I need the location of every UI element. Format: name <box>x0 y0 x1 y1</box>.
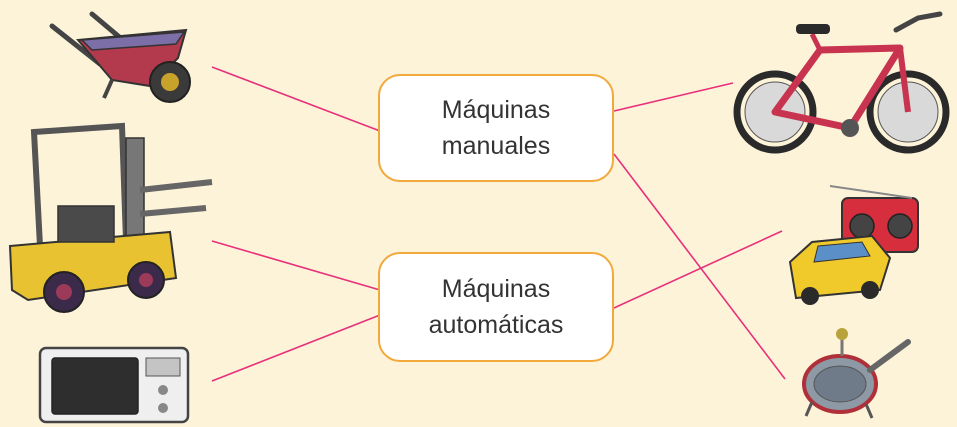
label-box-automatic-machines: Máquinas automáticas <box>378 252 614 362</box>
label-manual-line2: manuales <box>441 132 551 160</box>
connector-toycar-automatic <box>613 230 783 309</box>
connector-forklift-automatic <box>211 240 381 291</box>
strainer-icon <box>802 328 911 419</box>
wheelbarrow-icon <box>49 11 191 103</box>
label-box-manual-machines: Máquinas manuales <box>378 74 614 182</box>
forklift-icon <box>8 122 213 313</box>
label-manual-line1: Máquinas <box>441 95 551 124</box>
microwave-icon <box>38 346 190 424</box>
connector-microwave-automatic <box>211 314 381 382</box>
connector-bicycle-manual <box>613 82 734 112</box>
connector-strainer-manual <box>613 153 786 380</box>
bicycle-icon <box>733 11 950 154</box>
connector-wheelbarrow-manual <box>211 66 381 132</box>
toy-car-radio-icon <box>788 185 919 305</box>
label-automatic-line1: Máquinas <box>441 274 551 303</box>
label-automatic-line2: automáticas <box>428 311 564 339</box>
